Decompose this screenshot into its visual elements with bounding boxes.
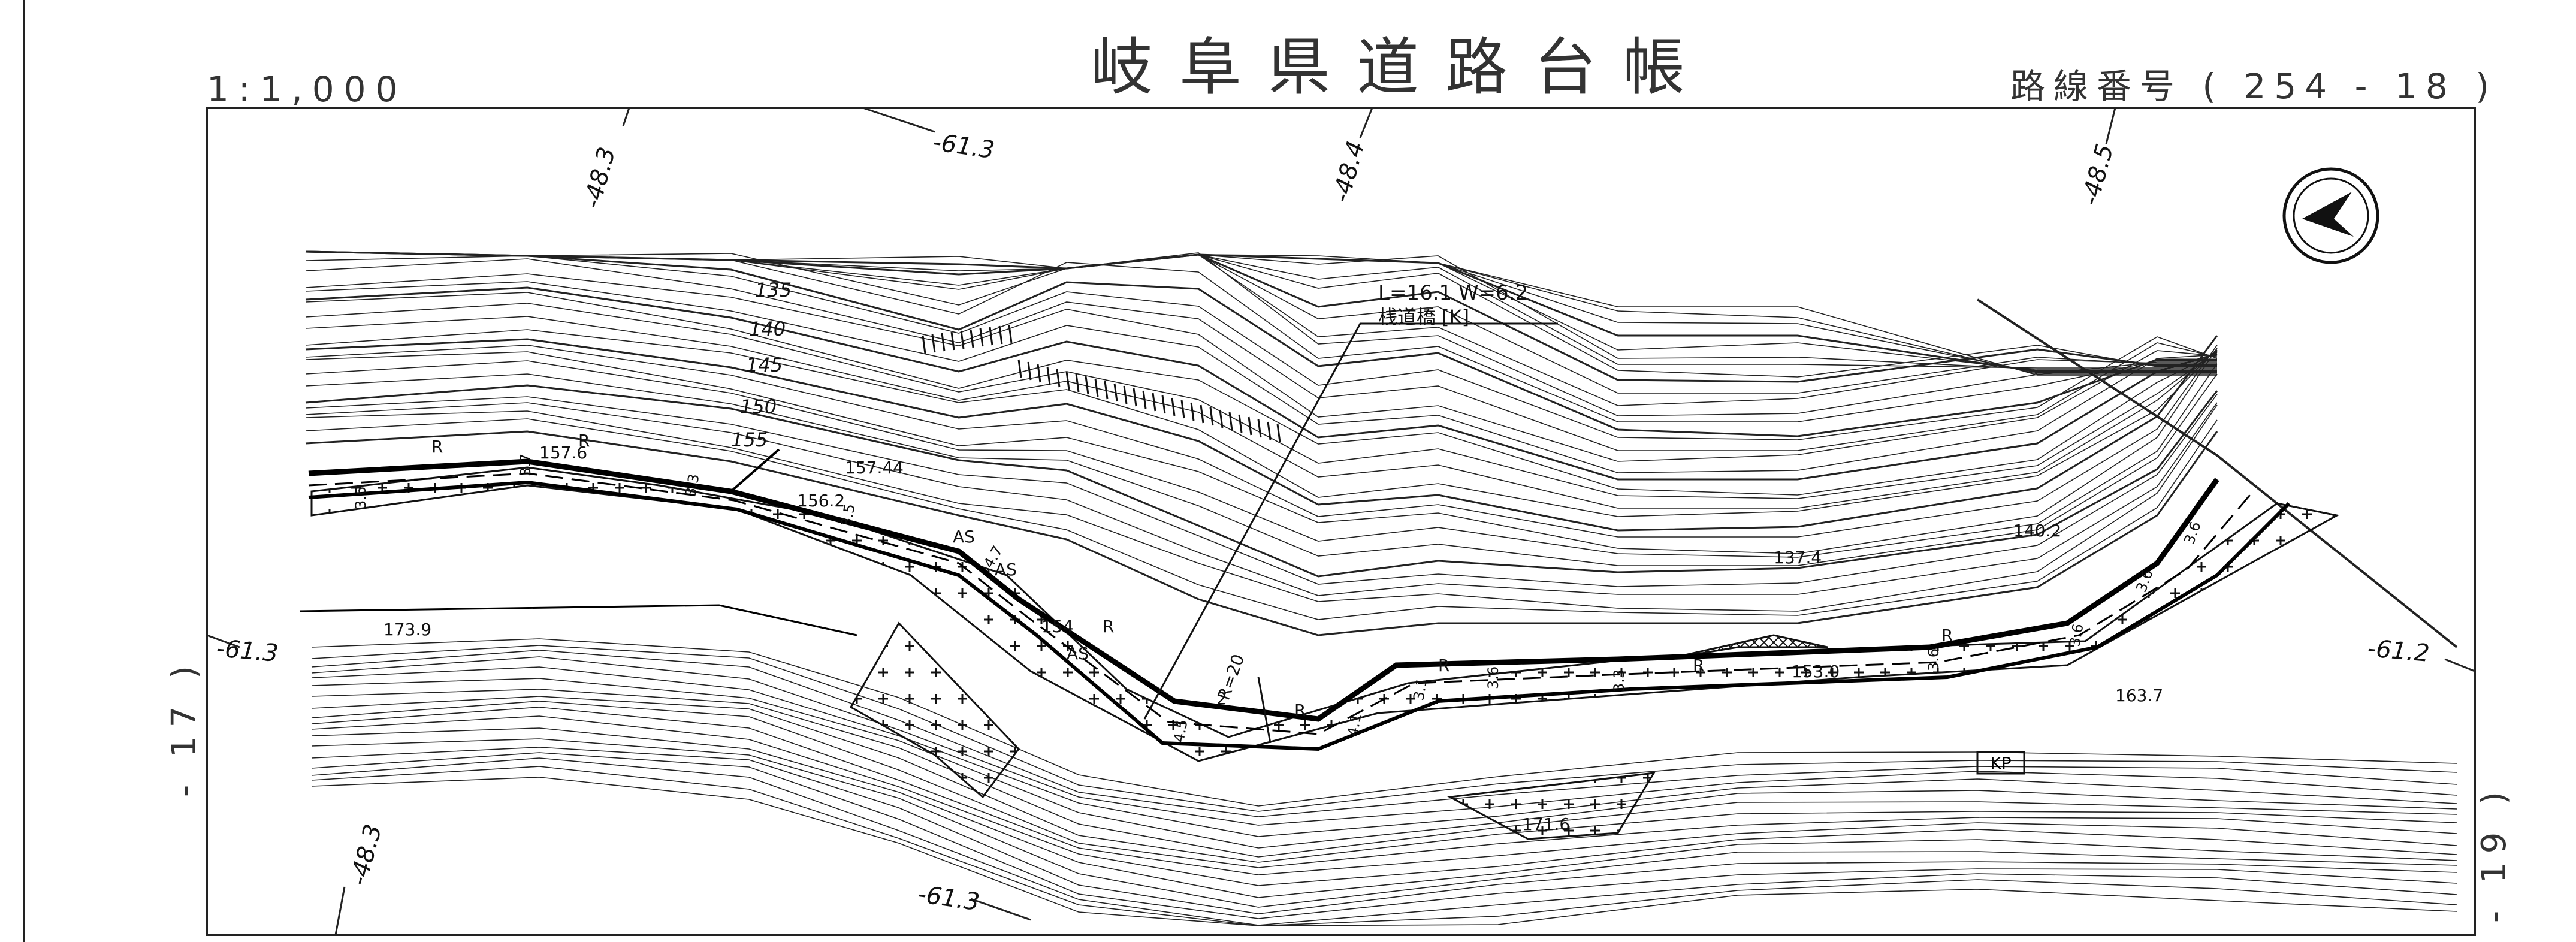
road-width: 3.1	[1410, 677, 1430, 702]
contour-label: 140	[749, 318, 786, 340]
road-width: 3.7	[517, 454, 534, 476]
road-mark: R	[1438, 656, 1449, 675]
route-number: 路線番号 ( 254 - 18 )	[2010, 66, 2498, 107]
road-width: 3.5	[838, 503, 858, 528]
road-mark: R	[1693, 656, 1704, 675]
road-mark: AS	[995, 560, 1017, 579]
spot-height: 171.6	[1522, 814, 1570, 834]
road-mark: AS	[953, 527, 975, 547]
spot-height: 153.0	[1792, 662, 1840, 681]
bridge-name: 桟道橋 [K]	[1378, 306, 1469, 328]
grid-label: -48.3	[578, 144, 621, 212]
road-mark: AS	[1067, 644, 1089, 663]
spot-height: 137.4	[1774, 548, 1822, 567]
road-width: 3.6	[352, 487, 369, 509]
contour-label: 155	[731, 428, 768, 451]
grid-label: -48.5	[2076, 141, 2119, 209]
road-width: 3.6	[1925, 648, 1942, 671]
grid-label: -61.3	[931, 128, 996, 164]
spot-height: 156.2	[797, 491, 845, 511]
bridge-dimensions: L=16.1 W=6.2	[1378, 281, 1528, 305]
north-arrow-icon	[2282, 167, 2379, 264]
road-width: 4.5	[1170, 718, 1191, 744]
grid-label: -61.3	[215, 635, 279, 668]
road-mark: R	[1294, 701, 1306, 720]
map-scale: 1:1,000	[207, 69, 407, 110]
road-width: 3.6	[2066, 623, 2086, 648]
contour-label: 145	[746, 354, 783, 376]
kp-marker: KP	[1976, 751, 2025, 775]
leader-line	[1143, 322, 1558, 744]
road-mark: R	[1941, 626, 1953, 645]
spot-height: 157.6	[539, 443, 587, 463]
road-width: 3.3	[682, 473, 702, 498]
contour-label: 150	[740, 395, 777, 418]
grid-label: -48.4	[1327, 138, 1370, 206]
map-title: 岐阜県道路台帳	[1091, 31, 1712, 104]
spot-height: 173.9	[383, 620, 431, 639]
spot-height: 140.2	[2013, 521, 2061, 541]
contour-label: 135	[755, 279, 792, 301]
grid-ticks	[206, 107, 2475, 935]
contour-lines	[305, 250, 2458, 926]
road	[299, 448, 2291, 751]
road-mark: R	[1103, 617, 1114, 636]
spot-height: 154	[1041, 617, 1073, 636]
road-mark: R	[431, 437, 443, 457]
road-width: 3.6	[1485, 666, 1502, 689]
grid-label: -48.3	[345, 822, 387, 889]
road-width: 3.3	[1611, 669, 1627, 692]
grid-label: -61.3	[916, 880, 982, 916]
spot-height: 157.44	[845, 458, 904, 478]
road-mark: R	[578, 431, 590, 451]
svg-text:KP: KP	[1990, 753, 2011, 773]
spot-height: 163.7	[2115, 686, 2163, 705]
cliff-hatching	[922, 324, 1281, 443]
road-mark: 2	[1216, 689, 1227, 708]
grid-label: -61.2	[2366, 635, 2430, 668]
road-width: 4.1	[1344, 712, 1364, 738]
map-frame	[23, 0, 2476, 942]
